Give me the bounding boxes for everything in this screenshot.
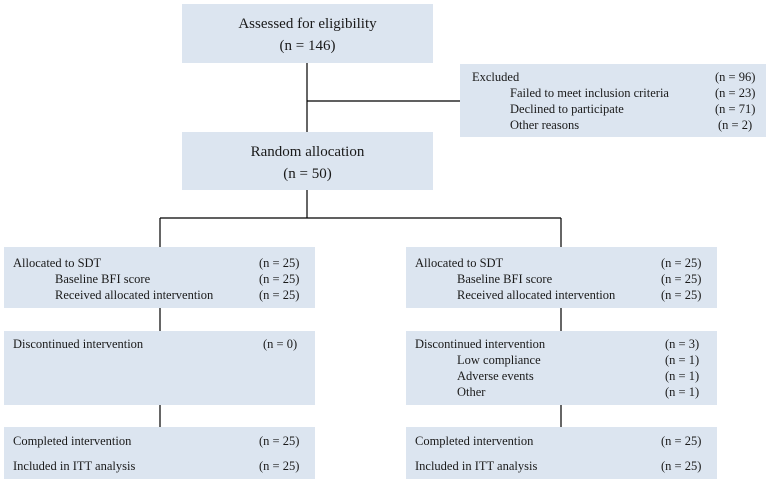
right-discontinued-label: Discontinued intervention bbox=[415, 337, 546, 351]
right-discontinued-item-count: (n = 1) bbox=[665, 369, 700, 383]
right-discontinued-item-count: (n = 1) bbox=[665, 385, 700, 399]
right-discontinued-item-label: Adverse events bbox=[457, 369, 534, 383]
left-allocated-item-count: (n = 25) bbox=[259, 288, 300, 302]
left-completed-count: (n = 25) bbox=[259, 434, 300, 448]
right-discontinued-item-label: Low compliance bbox=[457, 353, 541, 367]
right-discontinued-item-label: Other bbox=[457, 385, 486, 399]
right-discontinued-box: Discontinued intervention (n = 3) Low co… bbox=[406, 331, 717, 405]
right-discontinued-count: (n = 3) bbox=[665, 337, 700, 351]
left-allocated-item-count: (n = 25) bbox=[259, 272, 300, 286]
right-allocated-item-label: Received allocated intervention bbox=[457, 288, 616, 302]
right-completed-box: Completed intervention (n = 25) Included… bbox=[406, 427, 717, 479]
left-discontinued-label: Discontinued intervention bbox=[13, 337, 144, 351]
assessed-box: Assessed for eligibility (n = 146) bbox=[182, 4, 433, 63]
randomization-count: (n = 50) bbox=[283, 166, 332, 182]
right-allocated-item-label: Baseline BFI score bbox=[457, 272, 553, 286]
left-completed-label: Completed intervention bbox=[13, 434, 132, 448]
right-allocated-label: Allocated to SDT bbox=[415, 256, 504, 270]
right-completed-label: Completed intervention bbox=[415, 434, 534, 448]
excluded-item-count: (n = 71) bbox=[715, 102, 756, 116]
assessed-title: Assessed for eligibility bbox=[238, 16, 377, 32]
left-itt-count: (n = 25) bbox=[259, 459, 300, 473]
left-discontinued-box: Discontinued intervention (n = 0) bbox=[4, 331, 315, 405]
right-itt-count: (n = 25) bbox=[661, 459, 702, 473]
left-completed-box: Completed intervention (n = 25) Included… bbox=[4, 427, 315, 479]
left-itt-label: Included in ITT analysis bbox=[13, 459, 136, 473]
right-allocated-count: (n = 25) bbox=[661, 256, 702, 270]
randomization-box: Random allocation (n = 50) bbox=[182, 132, 433, 190]
excluded-label: Excluded bbox=[472, 70, 520, 84]
excluded-item-label: Failed to meet inclusion criteria bbox=[510, 86, 669, 100]
left-allocated-item-label: Received allocated intervention bbox=[55, 288, 214, 302]
excluded-item-label: Other reasons bbox=[510, 118, 580, 132]
left-allocated-label: Allocated to SDT bbox=[13, 256, 102, 270]
left-allocated-count: (n = 25) bbox=[259, 256, 300, 270]
excluded-count: (n = 96) bbox=[715, 70, 756, 84]
right-discontinued-item-count: (n = 1) bbox=[665, 353, 700, 367]
excluded-item-count: (n = 23) bbox=[715, 86, 756, 100]
right-allocated-box: Allocated to SDT (n = 25) Baseline BFI s… bbox=[406, 247, 717, 308]
left-allocated-box: Allocated to SDT (n = 25) Baseline BFI s… bbox=[4, 247, 315, 308]
left-allocated-item-label: Baseline BFI score bbox=[55, 272, 151, 286]
right-allocated-item-count: (n = 25) bbox=[661, 288, 702, 302]
right-itt-label: Included in ITT analysis bbox=[415, 459, 538, 473]
randomization-title: Random allocation bbox=[250, 144, 365, 160]
left-discontinued-count: (n = 0) bbox=[263, 337, 298, 351]
excluded-item-label: Declined to participate bbox=[510, 102, 624, 116]
right-allocated-item-count: (n = 25) bbox=[661, 272, 702, 286]
excluded-box: Excluded (n = 96) Failed to meet inclusi… bbox=[460, 64, 766, 137]
assessed-count: (n = 146) bbox=[279, 38, 336, 54]
excluded-item-count: (n = 2) bbox=[718, 118, 753, 132]
right-completed-count: (n = 25) bbox=[661, 434, 702, 448]
